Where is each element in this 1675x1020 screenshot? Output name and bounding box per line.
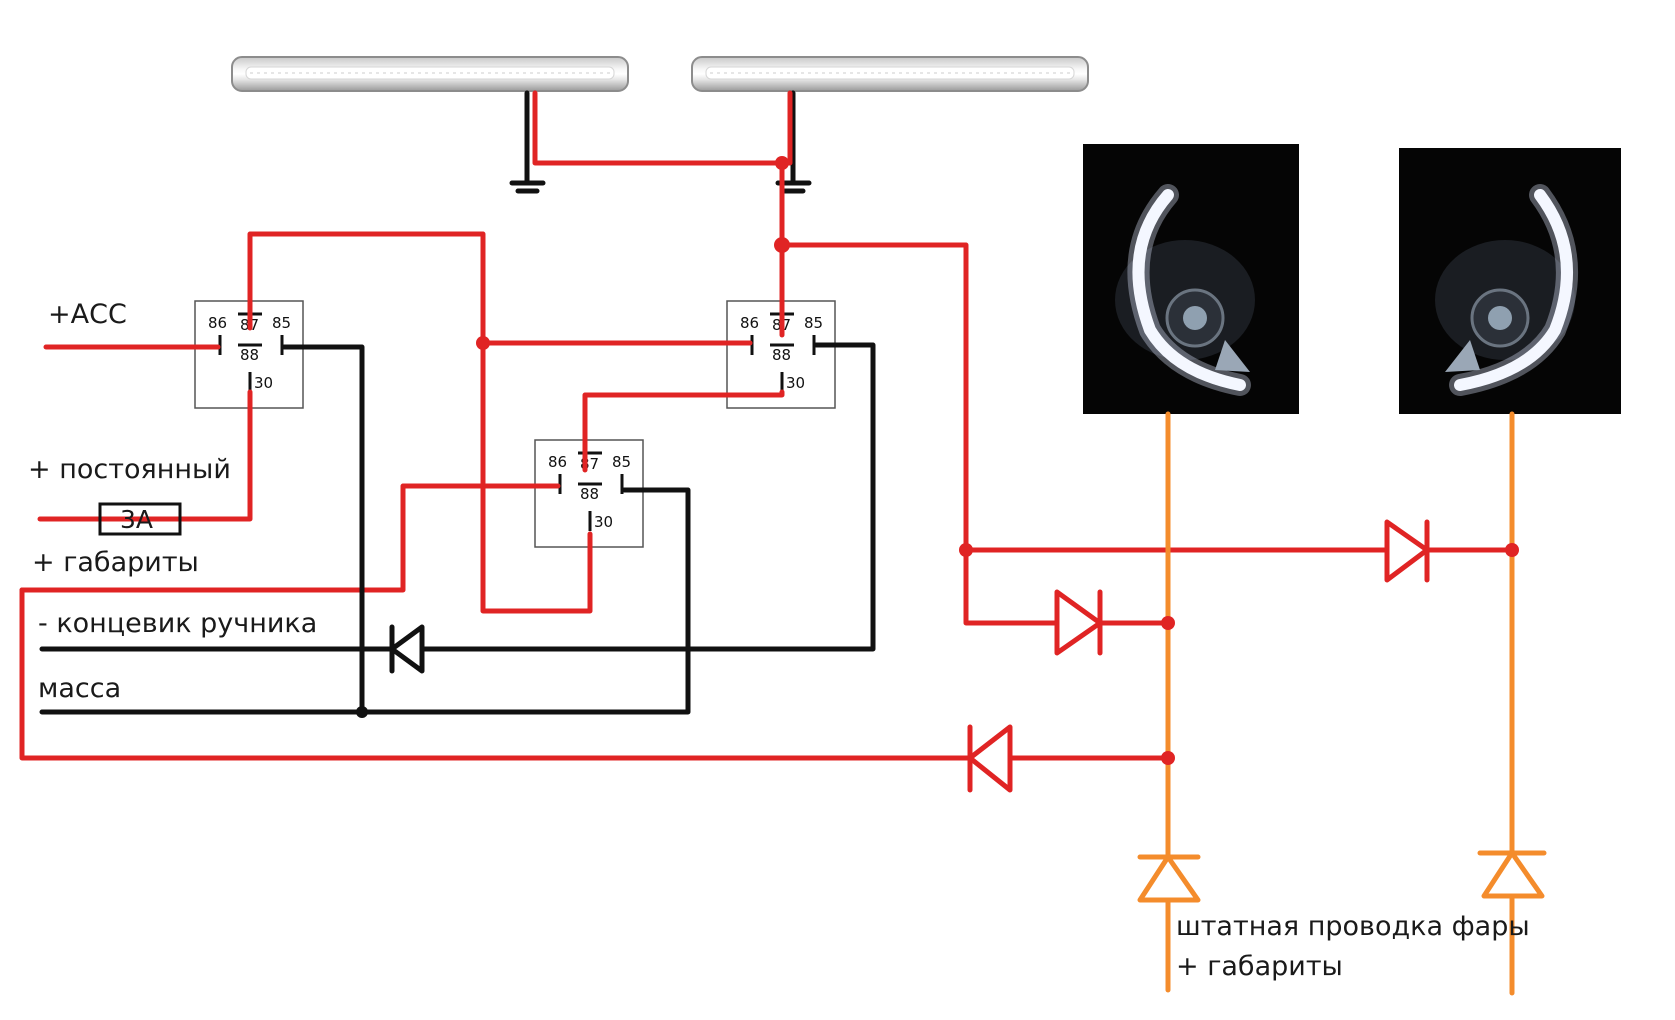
relay-3-pin85: 85 [612,453,631,471]
headlight-wires [1165,411,1515,996]
drl-led-strip-right-icon [691,56,1089,92]
relay-2-pin88: 88 [772,346,791,364]
relay-1-pin30: 30 [254,374,273,392]
relay-3: 86 87 85 88 30 [534,439,644,548]
headlight-photo-left-icon [1083,144,1299,414]
label-handbrake-switch: - концевик ручника [38,608,317,639]
label-acc: +АСС [48,299,127,330]
relay-1-pin88: 88 [240,346,259,364]
relay-1-pin85: 85 [272,314,291,332]
headlight-photo-right-icon [1399,148,1621,414]
label-parking-lights: + габариты [32,547,199,578]
drl-led-strip-left-icon [231,56,629,92]
relay-2-pin86: 86 [740,314,759,332]
relay-2-pin85: 85 [804,314,823,332]
diode-headlight-left-icon [1137,854,1201,903]
label-headlight-wiring: штатная проводка фары [1176,911,1530,942]
diode-parking-left-icon [967,724,1013,793]
relay-3-pin30: 30 [594,513,613,531]
relay-2-pin30: 30 [786,374,805,392]
relay-1-pin86: 86 [208,314,227,332]
label-headlight-parking: + габариты [1176,951,1343,982]
relay-3-pin86: 86 [548,453,567,471]
diode-branch-right-icon [1384,519,1430,583]
junction-dots [356,156,1519,765]
diode-branch-left-icon [1054,589,1103,656]
diode-handbrake-icon [389,624,425,674]
ground-symbol-left-icon [509,90,546,194]
diode-headlight-right-icon [1477,850,1547,899]
fuse-label: 3А [120,505,153,534]
label-ground: масса [38,673,121,704]
relay-3-pin88: 88 [580,485,599,503]
fuse-3a-icon: 3А [97,502,183,536]
positive-wires [19,90,1515,761]
label-constant: + постоянный [28,454,231,485]
